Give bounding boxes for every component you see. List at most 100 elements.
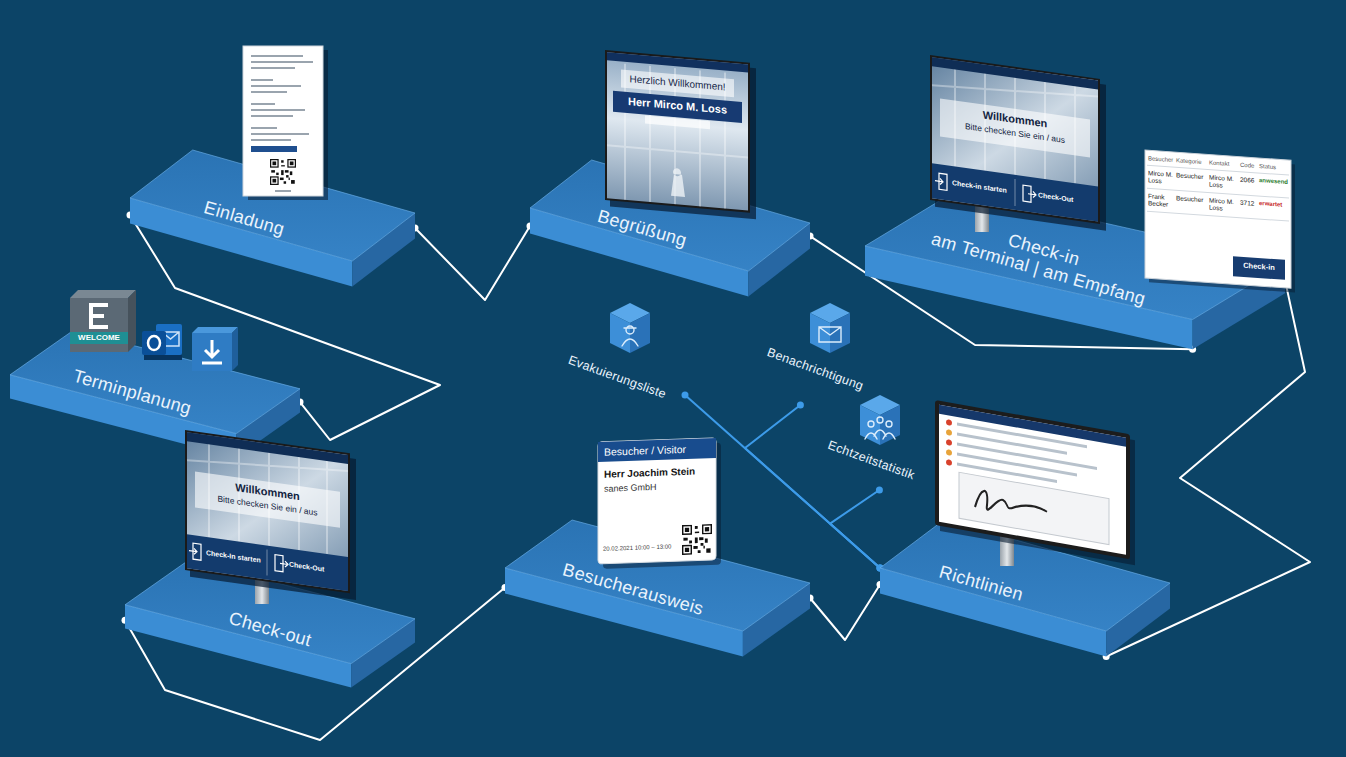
illustration-part [946,459,952,466]
illustration-part [156,324,182,355]
illustration-part [251,56,313,140]
platform-top-face [130,150,415,261]
connector-line [810,585,880,641]
illustration-part [162,332,179,346]
illustration-part [187,534,348,591]
illustration-part [598,438,716,564]
screen-heading: Willkommen [185,474,350,510]
illustration-part [946,439,952,446]
illustration-part [932,163,1098,221]
connector-dot [682,392,689,399]
illustration-part [932,57,1098,221]
illustration-part [940,98,1090,157]
illustration-part [280,560,288,567]
illustration-part [1233,256,1285,280]
illustration-part [932,65,1098,186]
platform-top-face [125,560,415,664]
illustration-part [187,432,348,591]
illustration-part [975,202,989,232]
illustration-part [682,524,712,555]
table-cell: Mirco M. Loss [1209,196,1239,213]
platform-top-face [530,160,810,271]
illustration-part [243,46,323,196]
illustration-part [1000,534,1014,566]
illustration-part [935,400,1130,559]
badge-company: sanes GmbH [604,480,712,494]
illustration-part [598,438,716,462]
illustration-part [613,91,742,123]
table-header: Kontakt [1209,159,1239,168]
illustration-part [70,332,128,344]
platform-top-face [880,520,1170,631]
illustration-part [270,159,296,185]
connector-dot [876,487,883,494]
illustration-part [255,576,269,604]
feature-cube: Echtzeitstatistik [815,395,930,490]
illustration-part [251,146,297,152]
illustration-part [187,440,348,557]
illustration-part [202,340,222,363]
cube-icon [622,326,638,346]
illustration-part [946,419,952,426]
illustration-part [607,52,748,72]
screen-text: Bitte checken Sie ein / aus [930,117,1100,151]
illustration-part [192,327,238,333]
platform-top-face [865,190,1285,320]
illustration-part [645,115,710,129]
badge-name: Herr Joachim Stein [604,465,712,480]
illustration-part [275,190,291,192]
node-label-group: Benachrichtigung [765,346,865,394]
illustration-part [1145,150,1291,288]
illustration-part [957,462,1057,483]
table-cell: 2066 [1240,176,1258,185]
illustration-part [70,290,136,298]
status-cell: erwartet [1259,200,1289,209]
illustration-part [1014,179,1015,206]
table-cell: Besucher [1176,194,1208,204]
platform-box: Begrüßung [530,160,810,310]
platform-box: Check-inam Terminal | am Empfang [865,190,1285,365]
platform-top-face [505,520,810,631]
illustration-part [935,61,1106,231]
illustration-part [939,173,947,190]
platform-top-face [10,330,300,434]
table-cell: Frank Becker [1148,192,1175,209]
illustration-part [957,422,1087,448]
illustration-part [190,436,356,600]
illustration-part [621,69,734,97]
cube-icon [865,417,895,439]
illustration-part [1023,185,1031,202]
illustration-part [193,543,201,560]
platform-box: Terminplanung [10,330,300,470]
illustration-part [1028,191,1036,198]
node-label: Evakuierungsliste [566,354,668,402]
illustration-part [248,50,328,200]
illustration-part [939,405,1126,447]
illustration-part [940,406,1135,565]
platform-shape [880,520,1170,670]
screen-text: Bitte checken Sie ein / aus [185,490,350,523]
illustration-part [671,168,685,197]
platform-box: Richtlinien [880,520,1170,670]
node-label-group: Echtzeitstatistik [826,439,916,483]
illustration-part [266,550,267,576]
illustration-part [932,57,1098,89]
status-cell: anwesend [1259,177,1289,186]
illustration-part [607,52,748,210]
visitor-name: Herr Mirco M. Loss [605,93,750,118]
illustration-part [91,305,108,327]
table-header: Code [1240,162,1258,170]
connector-dot [797,402,804,409]
illustration-part [975,489,1047,520]
screen-button-text: Check-In starten [206,549,266,565]
table-header: Kategorie [1176,157,1208,166]
illustration-part [946,429,952,436]
table-cell: 3712 [1240,199,1258,208]
illustration-part [142,331,166,355]
illustration-part [195,471,340,527]
screen-heading: Herzlich Willkommen! [605,71,750,95]
illustration-part [957,442,1097,470]
illustration-part [70,298,128,352]
illustration-part [957,452,1077,476]
